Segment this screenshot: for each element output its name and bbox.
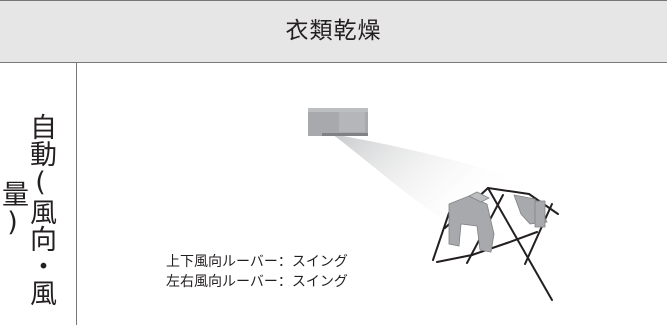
vertical-divider <box>76 63 77 325</box>
page-title: 衣類乾燥 <box>285 18 382 44</box>
clothes-icon <box>448 191 548 253</box>
illustration-svg <box>308 108 559 301</box>
mode-label: 自動(風向・風量) <box>0 63 76 325</box>
drying-illustration <box>77 64 667 325</box>
section-header: 衣類乾燥 <box>0 0 667 63</box>
air-conditioner-icon <box>308 108 368 136</box>
horizontal-louver-caption: 左右風向ルーバー：スイング <box>166 274 348 290</box>
mode-label-text: 自動(風向・風量) <box>0 112 56 306</box>
vertical-louver-caption: 上下風向ルーバー：スイング <box>166 254 348 270</box>
louver-caption: 上下風向ルーバー：スイング 左右風向ルーバー：スイング <box>166 252 348 292</box>
